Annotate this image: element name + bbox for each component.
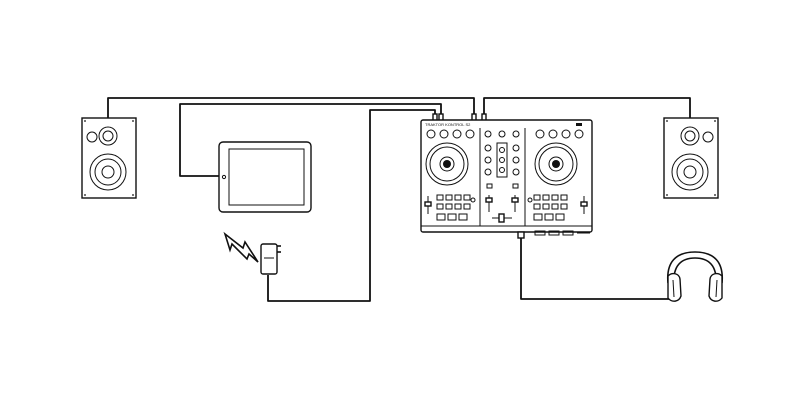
right-fx-knobs <box>535 129 584 139</box>
cable-power <box>267 109 436 302</box>
headphones-icon <box>667 251 723 302</box>
cable-headphones <box>520 232 670 300</box>
controller-brand-label: TRAKTOR KONTROL S2 <box>425 122 471 127</box>
cable-right-speaker <box>483 97 691 120</box>
headphone-jack <box>517 231 525 239</box>
cable-tablet <box>179 103 442 177</box>
mixer-section <box>479 128 526 226</box>
right-jog-wheel <box>534 142 578 186</box>
right-speaker-icon <box>663 117 719 199</box>
left-deck-buttons <box>424 194 476 221</box>
tablet-icon <box>218 141 312 213</box>
left-jog-wheel <box>425 142 469 186</box>
left-fx-knobs <box>426 129 475 139</box>
front-connectors <box>517 230 590 239</box>
cables <box>107 97 691 302</box>
crossfader <box>498 213 505 223</box>
power-adapter-icon <box>260 243 281 275</box>
cable-left-speaker <box>107 97 475 120</box>
dj-controller-icon: TRAKTOR KONTROL S2 <box>420 113 593 239</box>
left-speaker-icon <box>81 117 137 199</box>
right-deck-buttons <box>527 194 588 221</box>
electricity-bolt-icon <box>223 231 259 263</box>
